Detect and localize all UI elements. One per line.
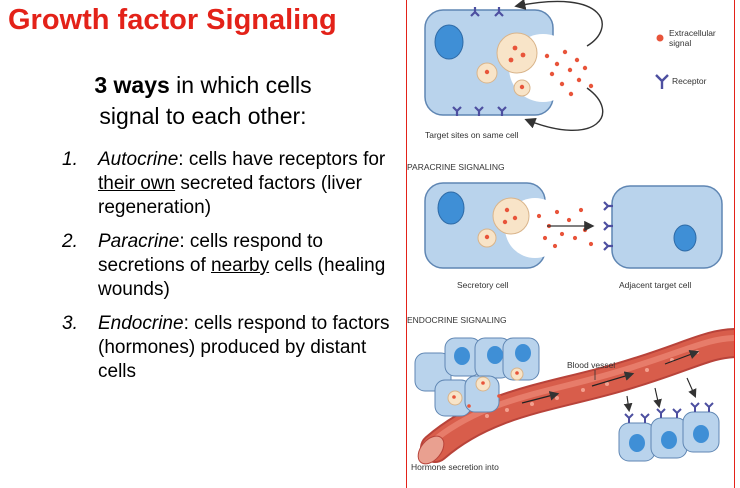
- delivery-arrows: [623, 377, 697, 413]
- legend-receptor: Receptor: [672, 76, 707, 86]
- paracrine-panel: PARACRINE SIGNALING Secretory: [407, 162, 723, 290]
- nucleus: [437, 191, 465, 225]
- secretory-caption: Secretory cell: [457, 280, 509, 290]
- list-number: 1.: [62, 149, 78, 170]
- vessel-label: Blood vessel: [567, 360, 615, 370]
- endocrine-panel: ENDOCRINE SIGNALING: [407, 315, 734, 472]
- slide-title: Growth factor Signaling: [8, 4, 337, 36]
- list-number: 2.: [62, 231, 78, 252]
- endocrine-caption: Hormone secretion into: [411, 462, 499, 472]
- term: Endocrine: [98, 313, 184, 334]
- ways-list: 1. Autocrine: cells have receptors for t…: [62, 148, 392, 394]
- list-item: 3. Endocrine: cells respond to factors (…: [62, 312, 392, 384]
- signaling-figure: Target sites on same cell Extracellular …: [406, 0, 735, 488]
- item-underline: nearby: [211, 255, 270, 276]
- receptor-icon: [655, 74, 669, 89]
- list-number: 3.: [62, 313, 78, 334]
- intro-rest: in which cells: [169, 72, 312, 98]
- item-text: secreted factors (liver regeneration): [98, 173, 363, 218]
- autocrine-panel: Target sites on same cell: [424, 0, 604, 140]
- distant-target-cells: [618, 402, 720, 462]
- vesicle: [496, 32, 538, 74]
- endocrine-heading: ENDOCRINE SIGNALING: [407, 315, 507, 325]
- intro-text: 3 ways in which cells signal to each oth…: [18, 70, 388, 132]
- item-underline: their own: [98, 173, 176, 194]
- list-item: 1. Autocrine: cells have receptors for t…: [62, 148, 392, 220]
- legend-signal-line1: Extracellular: [669, 28, 716, 38]
- autocrine-arrow-top: [514, 0, 603, 47]
- intro-bold: 3 ways: [94, 72, 170, 98]
- list-item: 2. Paracrine: cells respond to secretion…: [62, 230, 392, 302]
- flow-arrows: [521, 350, 700, 404]
- autocrine-caption: Target sites on same cell: [425, 130, 519, 140]
- legend-signal-line2: signal: [669, 38, 691, 48]
- secreting-cells: [414, 337, 540, 417]
- adjacent-target-cell: [611, 185, 723, 269]
- nucleus: [673, 224, 697, 252]
- nucleus: [434, 24, 464, 60]
- item-text: : cells respond to factors (hormones) pr…: [98, 313, 390, 382]
- vesicle: [492, 197, 530, 235]
- autocrine-arrow-bottom: [524, 87, 604, 131]
- receptors: [452, 7, 507, 116]
- signaling-diagram: Target sites on same cell Extracellular …: [407, 0, 734, 472]
- target-caption: Adjacent target cell: [619, 280, 691, 290]
- receptors: [603, 201, 613, 251]
- item-text: : cells respond to secretions of: [98, 231, 323, 276]
- item-text: : cells have receptors for: [178, 149, 386, 170]
- item-text: cells (healing wounds): [98, 255, 386, 300]
- signal-dot-icon: [656, 34, 664, 42]
- term: Paracrine: [98, 231, 180, 252]
- legend: Extracellular signal Receptor: [655, 28, 716, 89]
- paracrine-heading: PARACRINE SIGNALING: [407, 162, 505, 172]
- intro-line2: signal to each other:: [99, 103, 307, 129]
- signal-dots: [484, 45, 594, 97]
- term: Autocrine: [98, 149, 179, 170]
